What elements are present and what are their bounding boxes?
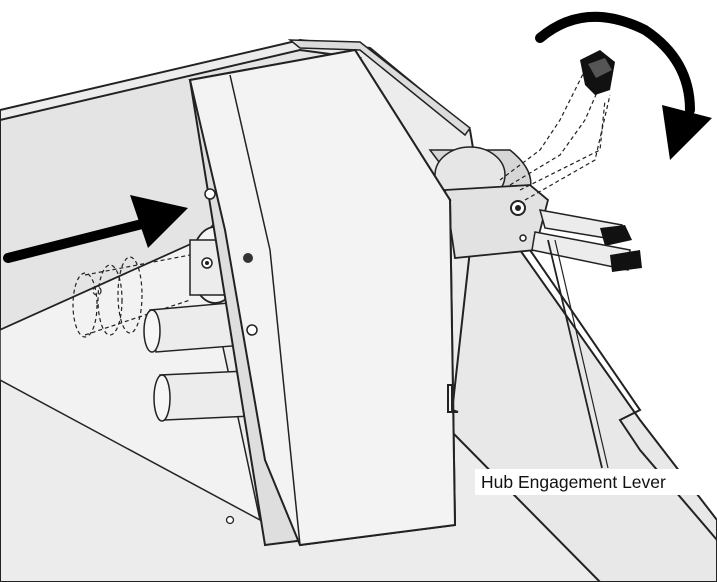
hub-engaged-outline <box>72 254 191 338</box>
lever-pivot-screw-center <box>515 205 521 211</box>
right-surface <box>448 249 717 582</box>
lever-fork-lower-tip <box>610 250 642 272</box>
lever-raised-tip-face <box>588 58 612 78</box>
cover-edge <box>229 74 301 546</box>
callout-leader-left <box>547 239 603 469</box>
top-rail <box>287 39 472 137</box>
cover-bracket <box>447 384 459 413</box>
lever-raised-outline <box>499 59 611 201</box>
clockwise-arrow-icon <box>535 11 712 160</box>
lever-fork-lower <box>531 231 631 271</box>
cover-face <box>188 48 457 547</box>
right-arrow-icon <box>3 195 188 263</box>
hub-engagement-lever-label: Hub Engagement Lever <box>475 469 713 495</box>
lever-fork-upper-tip <box>600 225 632 246</box>
cover-bolt-upper <box>204 188 216 200</box>
lever-small-screw <box>519 234 527 242</box>
callout-leader-right <box>554 239 609 469</box>
cover-bolt-lower <box>246 324 258 336</box>
cover-hole <box>225 515 235 525</box>
cover-bolt-mid <box>243 253 253 263</box>
